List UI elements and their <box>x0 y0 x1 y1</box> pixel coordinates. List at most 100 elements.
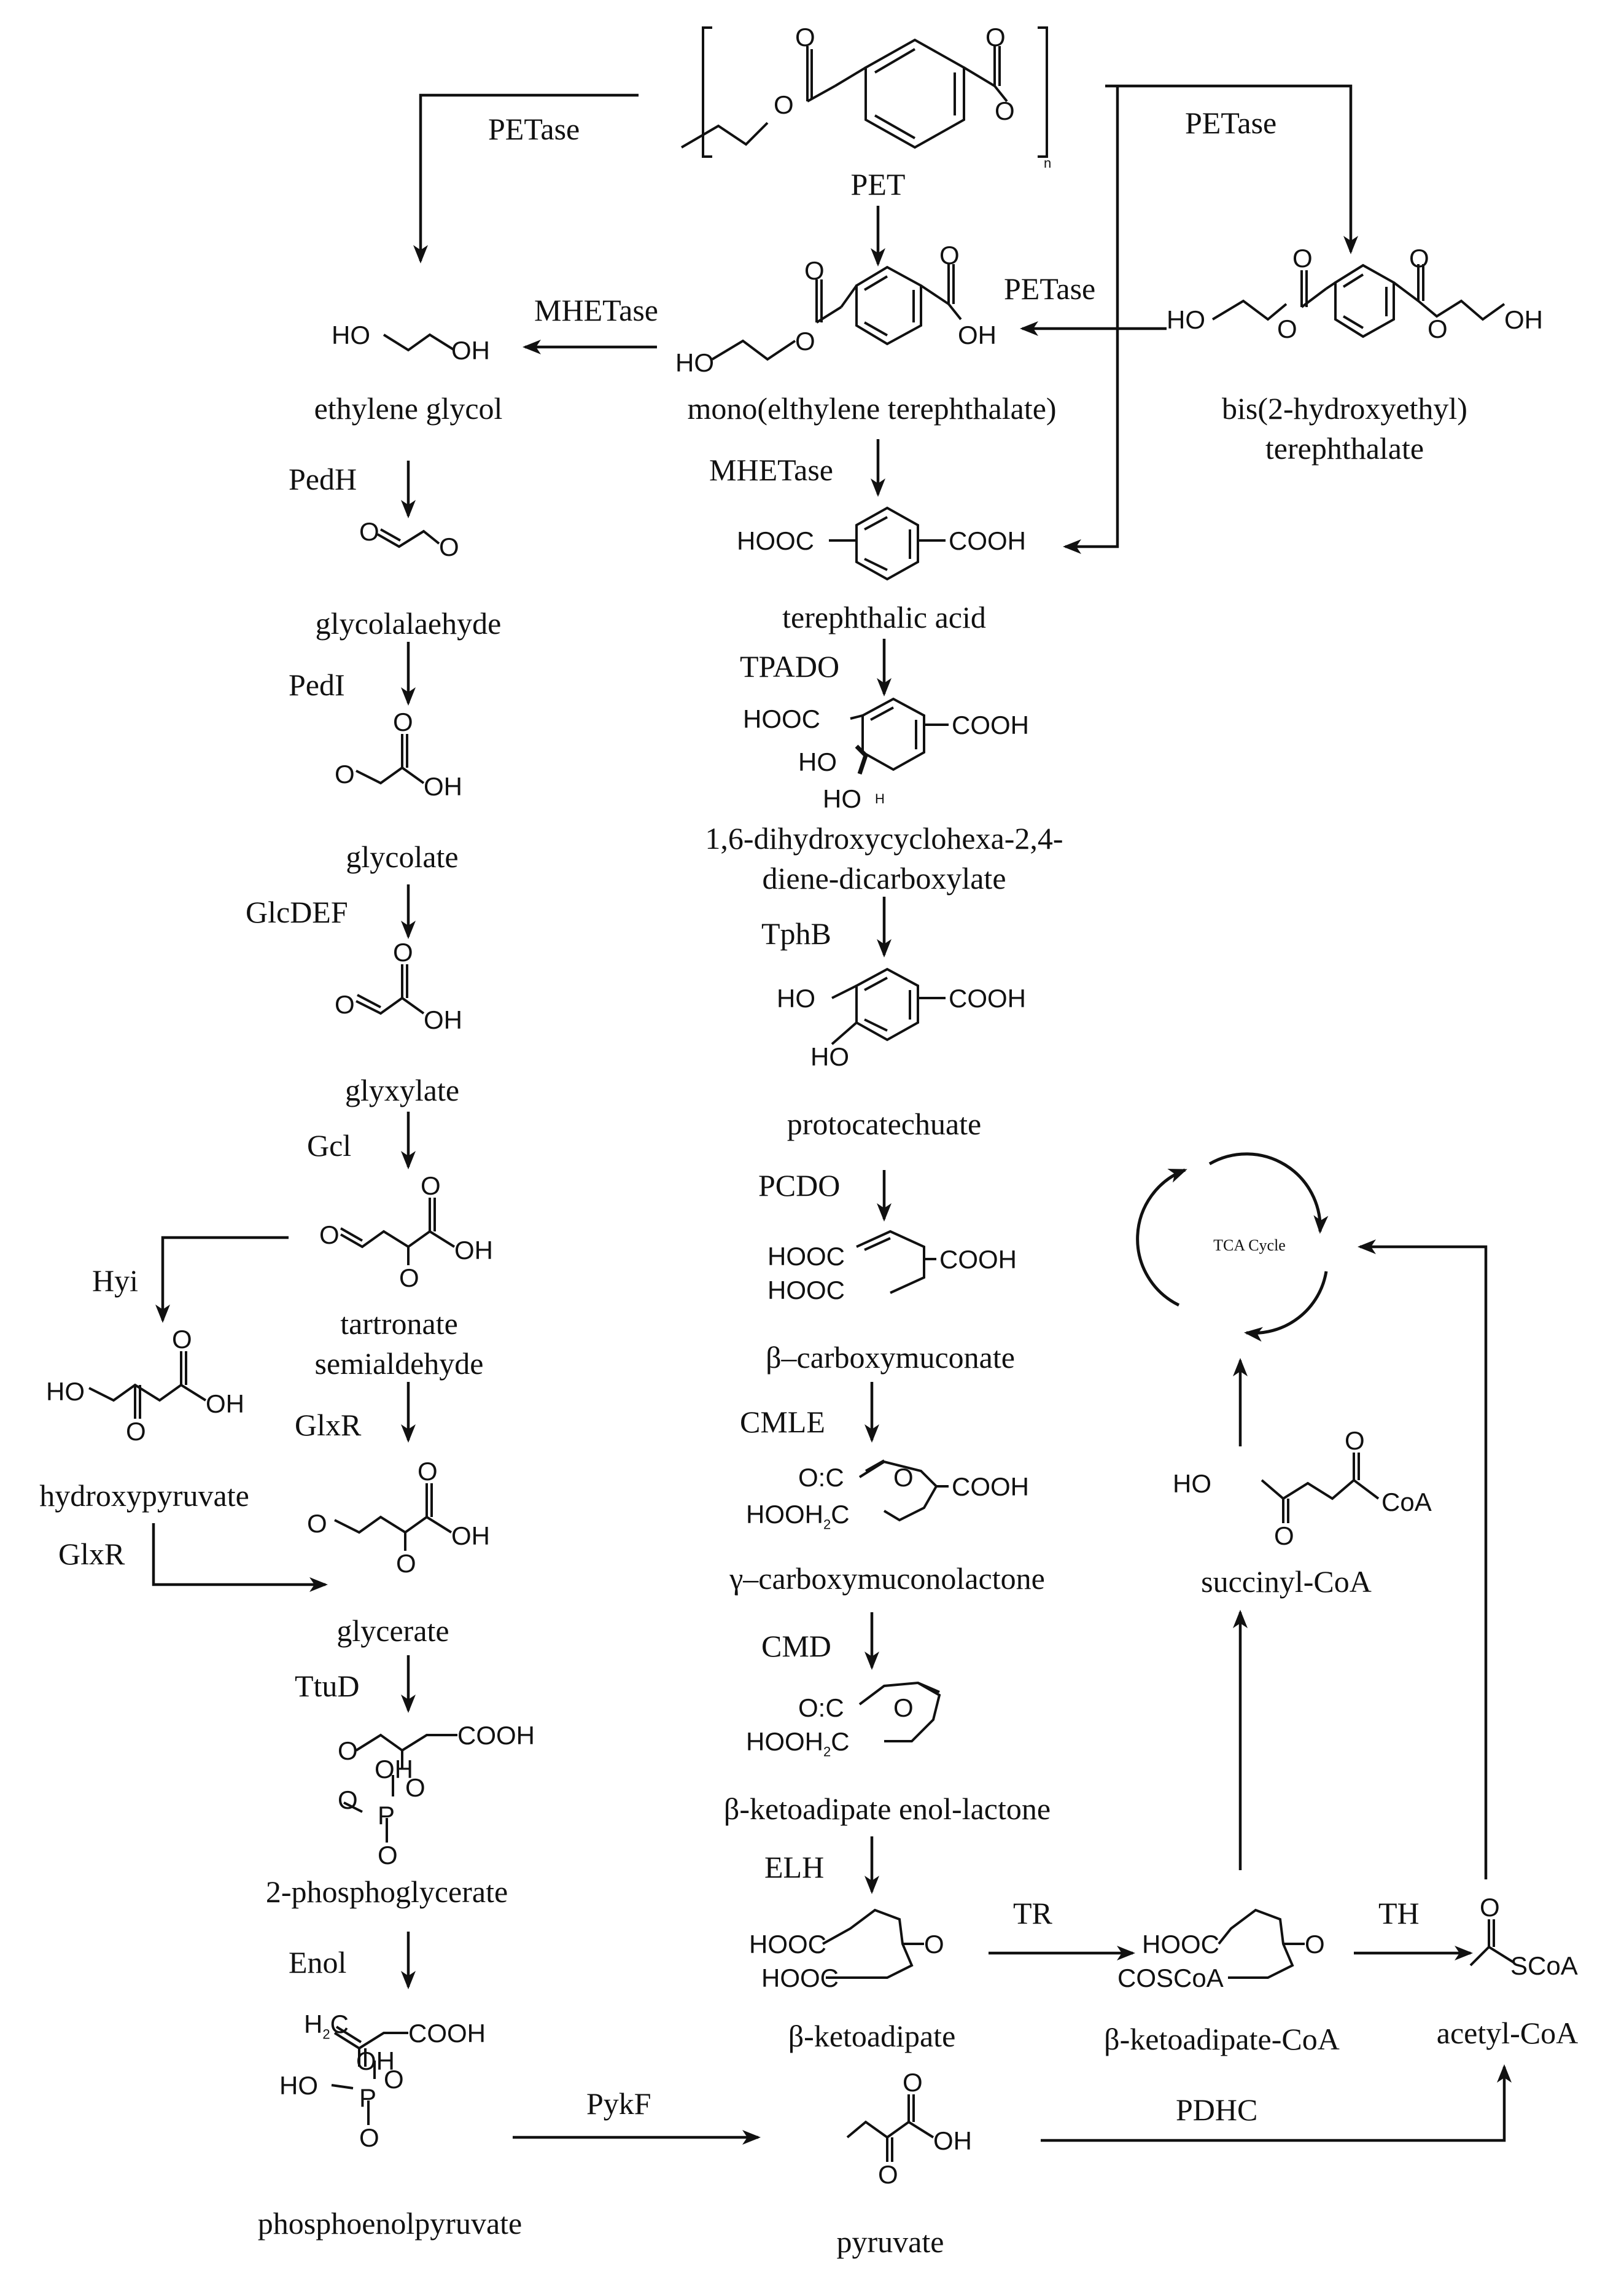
atom-oh: OH <box>375 1755 413 1784</box>
enzyme-tphb: TphB <box>761 916 831 951</box>
atom-oh: OH <box>933 2126 972 2155</box>
atom-hooc: HOOC <box>1142 1930 1219 1959</box>
compound-ketoadipate: β-ketoadipate <box>788 2019 956 2053</box>
compound-carboxymuconolactone: γ–carboxymuconolactone <box>729 1561 1045 1596</box>
atom-o: O <box>439 532 459 561</box>
atom-n: n <box>1044 155 1052 171</box>
arrow-pet-to-bhet <box>1105 84 1358 254</box>
atom-ho: HO <box>279 2071 318 2100</box>
atom-o: O <box>893 1693 914 1722</box>
atom-o: O <box>1345 1426 1365 1455</box>
atom-hooc: HOOC <box>767 1276 845 1305</box>
atom-h2c: H2C <box>304 2010 349 2042</box>
atom-o: O <box>384 2065 404 2094</box>
atom-hooh2c: HOOH2C <box>746 1727 850 1760</box>
structure-glycolaldehyde <box>377 528 440 548</box>
atom-o: O <box>172 1325 192 1354</box>
arrow-pet-to-ethylene-glycol <box>413 93 639 263</box>
atom-oc: O:C <box>798 1463 844 1492</box>
structure-mhet <box>711 264 962 361</box>
compound-pyruvate: pyruvate <box>836 2225 944 2259</box>
atom-o: O <box>939 241 960 270</box>
atom-o: O <box>795 327 815 356</box>
atom-o: O <box>335 760 355 789</box>
atom-o: O <box>399 1263 419 1292</box>
atom-cooh: COOH <box>949 526 1026 555</box>
enzyme-pdhc: PDHC <box>1176 2093 1258 2127</box>
compound-bhet-line1: bis(2-hydroxyethyl) <box>1222 391 1467 426</box>
atom-o: O <box>396 1549 416 1578</box>
structure-glyoxylate <box>355 964 425 1015</box>
arrow-hydroxypyruvate-to-glycerate <box>152 1523 328 1592</box>
atom-o: O <box>893 1463 914 1492</box>
enzyme-tpado: TPADO <box>740 649 840 684</box>
structure-carboxymuconate <box>856 1230 936 1294</box>
atom-cooh: COOH <box>939 1245 1017 1274</box>
compound-tartronate-line2: semialdehyde <box>314 1346 484 1381</box>
atom-ho: HO <box>675 348 714 377</box>
structure-glycolate <box>355 734 425 785</box>
enzyme-hyi: Hyi <box>92 1263 138 1298</box>
compound-terephthalic-acid: terephthalic acid <box>782 600 986 634</box>
atom-ho: HO <box>332 321 370 349</box>
atom-o: O <box>319 1220 340 1249</box>
atom-o: O <box>338 1785 358 1814</box>
atom-cooh: COOH <box>949 984 1026 1013</box>
atom-cooh: COOH <box>408 2019 486 2048</box>
structure-2-phosphoglycerate <box>343 1733 457 1843</box>
atom-oh: OH <box>451 336 490 365</box>
atom-o: O <box>1292 244 1313 273</box>
atom-o: O <box>1428 314 1448 343</box>
enzyme-ttud: TtuD <box>295 1669 360 1703</box>
compound-tartronate-line1: tartronate <box>340 1306 458 1341</box>
structure-succinyl-coa <box>1261 1453 1380 1523</box>
atom-o: O <box>418 1457 438 1486</box>
atom-hooc: HOOC <box>749 1930 826 1959</box>
structure-bhet <box>1211 263 1506 338</box>
enzyme-glxr-1: GlxR <box>295 1408 362 1442</box>
compound-ketoadipate-enol-lactone: β-ketoadipate enol-lactone <box>723 1792 1051 1826</box>
compound-bhet-line2: terephthalate <box>1265 431 1424 466</box>
atom-scoa: SCoA <box>1510 1951 1578 1980</box>
compound-glycerate: glycerate <box>336 1613 449 1648</box>
atom-oh: OH <box>424 772 462 801</box>
atom-o: O <box>378 1841 398 1870</box>
compound-tca-cycle: TCA Cycle <box>1213 1236 1286 1254</box>
enzyme-pykf: PykF <box>586 2086 651 2121</box>
atom-p: P <box>359 2083 377 2112</box>
enzyme-pcdo: PCDO <box>758 1168 841 1203</box>
compound-hydroxypyruvate: hydroxypyruvate <box>39 1478 249 1513</box>
atom-oh: OH <box>958 321 997 349</box>
enzyme-pedh: PedH <box>289 462 357 496</box>
atom-o: O <box>795 23 815 52</box>
compound-succinyl-coa: succinyl-CoA <box>1201 1564 1372 1599</box>
enzyme-mhetase-left: MHETase <box>534 293 659 327</box>
atom-coscoa: COSCoA <box>1117 1964 1224 1992</box>
atom-hooh2c: HOOH2C <box>746 1500 850 1532</box>
compound-pep: phosphoenolpyruvate <box>257 2206 523 2241</box>
atom-o: O <box>126 1417 146 1446</box>
atom-oh: OH <box>356 2046 395 2075</box>
enzyme-petase-mid: PETase <box>1004 271 1096 306</box>
structure-pep <box>331 2026 408 2125</box>
enzyme-cmd: CMD <box>761 1629 831 1663</box>
arrow-tartronate-to-hydroxypyruvate <box>155 1236 289 1323</box>
structure-dcd <box>850 697 949 775</box>
atom-o: O <box>359 517 379 546</box>
tca-cycle-arcs <box>1136 1152 1329 1342</box>
atom-o: O <box>359 2123 379 2152</box>
atom-hooc: HOOC <box>737 526 814 555</box>
compound-acetyl-coa: acetyl-CoA <box>1436 2016 1579 2050</box>
atom-p: P <box>378 1801 395 1830</box>
atom-o: O <box>804 256 825 285</box>
structure-hydroxypyruvate <box>88 1351 207 1419</box>
structure-glycerate <box>334 1483 453 1551</box>
structure-terephthalic-acid <box>829 506 946 581</box>
structure-pyruvate <box>846 2094 934 2162</box>
atom-o: O <box>1277 314 1297 343</box>
enzyme-glcdef: GlcDEF <box>246 895 348 929</box>
enzyme-petase-right: PETase <box>1185 106 1277 140</box>
pathway-arrows <box>152 84 1512 2145</box>
atom-hooc: HOOC <box>761 1964 839 1992</box>
